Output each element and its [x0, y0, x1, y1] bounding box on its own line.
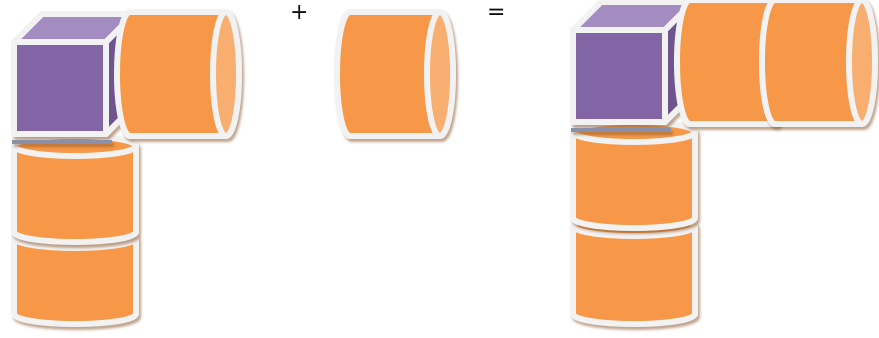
plus-operator: + [290, 0, 308, 26]
horizontal-cylinder [762, 0, 875, 124]
vertical-cylinder [573, 122, 695, 228]
horizontal-cylinder [337, 12, 453, 136]
horizontal-cylinder [117, 12, 239, 136]
vertical-cylinder [14, 136, 136, 242]
vertical-cylinder [573, 216, 695, 324]
figure-second-addend [337, 12, 453, 136]
figure-first-addend [12, 12, 239, 324]
equals-operator: = [487, 0, 505, 26]
figure-sum [571, 0, 875, 324]
